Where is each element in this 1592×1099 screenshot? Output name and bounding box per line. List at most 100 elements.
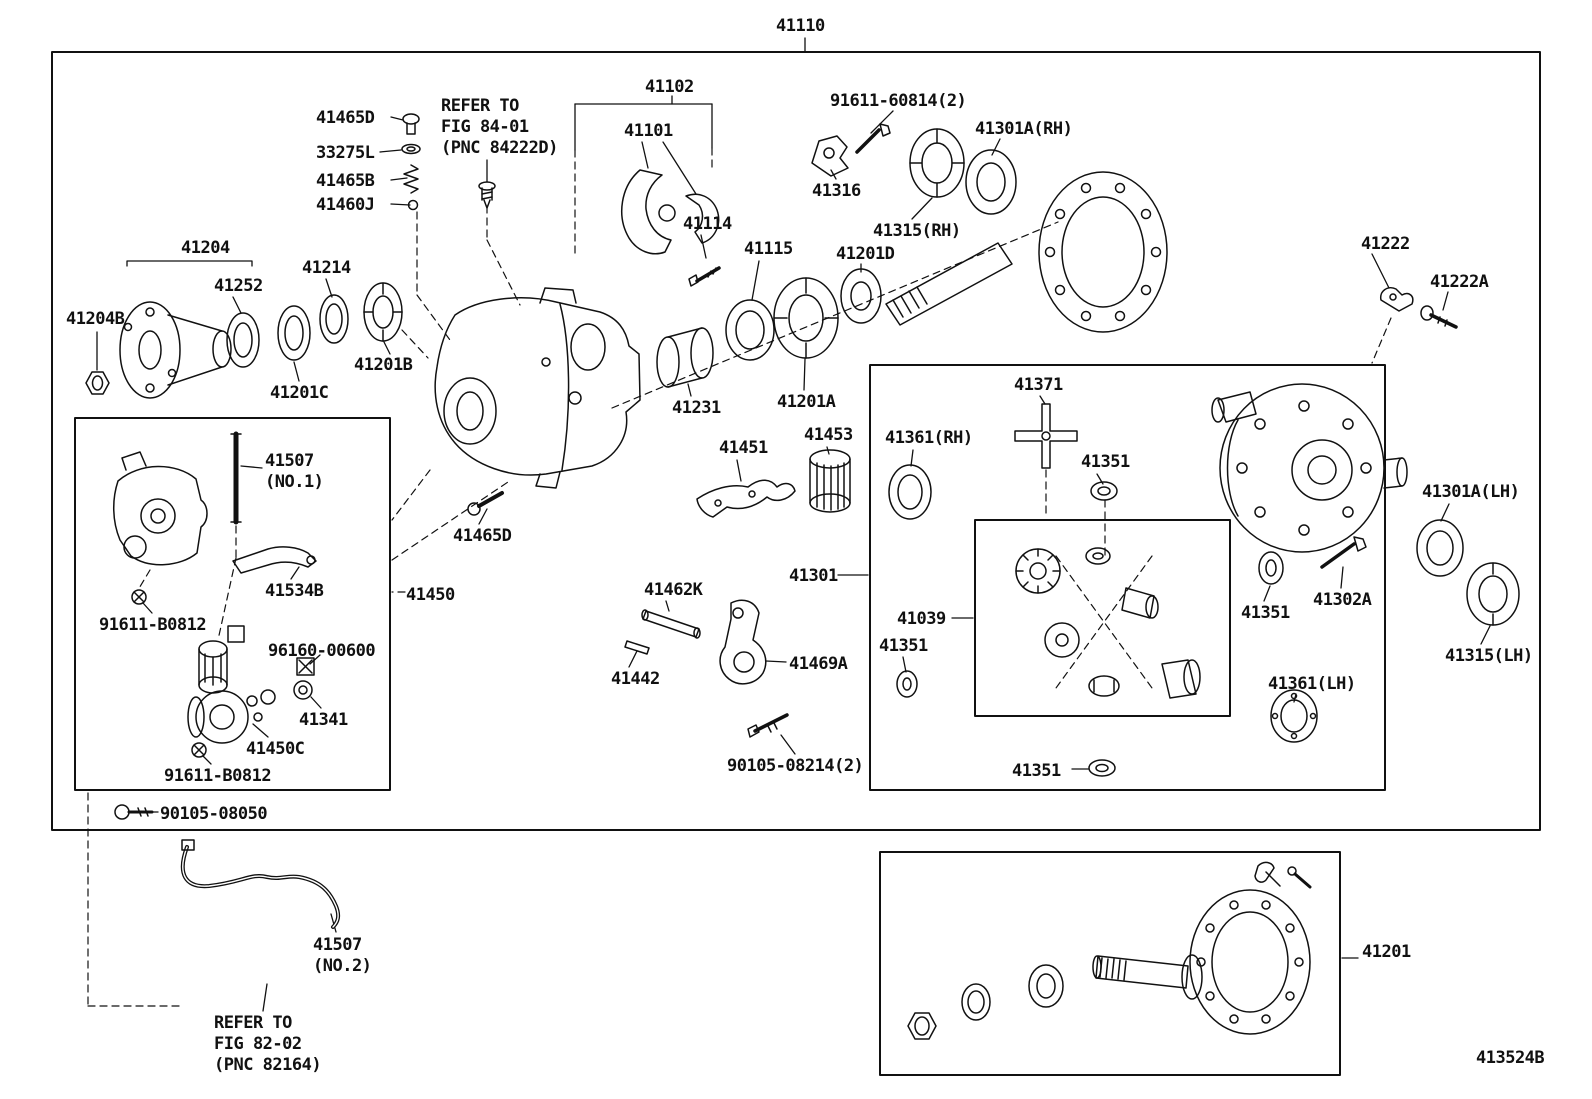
part-label-line: 41110 (776, 16, 825, 36)
part-label-line: 41115 (744, 239, 793, 259)
dashed-lines (87, 147, 1392, 1007)
part-label-41361-lh: 41361(LH) (1268, 674, 1356, 695)
part-label-line: 41201A (777, 392, 836, 412)
part-label-line: 91611-B0812 (164, 766, 272, 786)
axle-hub-assembly (85, 282, 403, 399)
part-label-41371: 41371 (1014, 375, 1063, 396)
part-label-line: 41315(RH) (873, 221, 961, 241)
part-label-90105-08050: 90105-08050 (160, 804, 268, 825)
part-label-line: 41361(LH) (1268, 674, 1356, 694)
part-label-line: 41450 (406, 585, 455, 605)
part-label-41201a: 41201A (777, 392, 836, 413)
part-label-line: 41114 (683, 214, 732, 234)
part-label-line: REFER TO (441, 96, 519, 116)
part-label-line: 41465D (453, 526, 512, 546)
part-label-41302a: 41302A (1313, 590, 1372, 611)
companion-flange (621, 169, 721, 287)
part-label-line: 41507 (313, 935, 362, 955)
part-label-41351-a: 41351 (1081, 452, 1130, 473)
part-label-41351-c: 41351 (1241, 603, 1290, 624)
frame-boxes (51, 51, 1541, 1076)
part-label-line: 41341 (299, 710, 348, 730)
part-label-line: 41465D (316, 108, 375, 128)
part-label-96160-00600: 96160-00600 (268, 641, 376, 662)
part-label-line: 41351 (1012, 761, 1061, 781)
part-label-line: 41301 (789, 566, 838, 586)
part-label-41450: 41450 (406, 585, 455, 606)
part-label-41201b: 41201B (354, 355, 413, 376)
part-label-line: 413524B (1476, 1048, 1545, 1068)
part-label-41465b: 41465B (316, 171, 375, 192)
part-label-91611-b0812-b: 91611-B0812 (164, 766, 272, 787)
part-label-line: 41351 (1081, 452, 1130, 472)
part-label-41301a-lh: 41301A(LH) (1422, 482, 1520, 503)
part-label-41316: 41316 (812, 181, 861, 202)
carrier-housing (434, 287, 641, 516)
part-label-41341: 41341 (299, 710, 348, 731)
part-label-41201c: 41201C (270, 383, 329, 404)
part-label-33275l: 33275L (316, 143, 375, 164)
part-label-41351-b: 41351 (879, 636, 928, 657)
part-label-figure-code: 413524B (1476, 1048, 1545, 1069)
fork-lever-group (624, 449, 851, 738)
part-label-line: 41201 (1362, 942, 1411, 962)
part-label-line: 41201B (354, 355, 413, 375)
part-label-line: FIG 84-01 (441, 117, 529, 137)
part-label-line: 41315(LH) (1445, 646, 1533, 666)
part-label-line: 41371 (1014, 375, 1063, 395)
drive-pinion-assembly-bottom (907, 861, 1312, 1040)
part-label-line: 41450C (246, 739, 305, 759)
part-label-line: 41101 (624, 121, 673, 141)
part-label-line: 91611-B0812 (99, 615, 207, 635)
part-label-41222: 41222 (1361, 234, 1410, 255)
part-label-line: 41222 (1361, 234, 1410, 254)
part-label-41039: 41039 (897, 609, 946, 630)
part-label-41465d: 41465D (316, 108, 375, 129)
part-label-41204b: 41204B (66, 309, 125, 330)
part-label-line: 90105-08214(2) (727, 756, 864, 776)
part-label-41534b: 41534B (265, 581, 324, 602)
part-label-line: (PNC 82164) (214, 1055, 322, 1075)
leader-lines (96, 37, 1491, 1012)
part-label-line: (NO.2) (313, 956, 372, 976)
part-label-line: 41469A (789, 654, 848, 674)
part-label-line: 41039 (897, 609, 946, 629)
part-label-91611-60814: 91611-60814(2) (830, 91, 967, 112)
spider-gear-kit (1015, 547, 1201, 699)
part-label-line: 41302A (1313, 590, 1372, 610)
part-label-41315-rh: 41315(RH) (873, 221, 961, 242)
actuator-assembly (113, 431, 317, 820)
part-label-41507-no1: 41507(NO.1) (265, 451, 324, 493)
differential-case-group (888, 383, 1520, 777)
part-label-line: 41442 (611, 669, 660, 689)
part-label-line: 41301A(LH) (1422, 482, 1520, 502)
part-label-41204: 41204 (181, 238, 230, 259)
part-label-41442: 41442 (611, 669, 660, 690)
part-label-line: 41351 (879, 636, 928, 656)
part-label-41507-no2: 41507(NO.2) (313, 935, 372, 977)
part-label-41252: 41252 (214, 276, 263, 297)
part-label-line: 41231 (672, 398, 721, 418)
part-label-41351-d: 41351 (1012, 761, 1061, 782)
part-label-line: 90105-08050 (160, 804, 268, 824)
part-label-line: 41214 (302, 258, 351, 278)
part-label-41201: 41201 (1362, 942, 1411, 963)
part-label-line: 33275L (316, 143, 375, 163)
part-label-line: (NO.1) (265, 472, 324, 492)
clamp-41222-group (1379, 287, 1458, 329)
part-label-line: 41460J (316, 195, 375, 215)
drive-pinion-ring-gear (811, 123, 1168, 333)
part-label-41231: 41231 (672, 398, 721, 419)
part-label-41301: 41301 (789, 566, 838, 587)
part-label-line: 41462K (644, 580, 703, 600)
part-label-line: 41204 (181, 238, 230, 258)
part-label-line: 41222A (1430, 272, 1489, 292)
part-label-41301a-rh: 41301A(RH) (975, 119, 1073, 140)
pinion-front-parts (656, 268, 882, 388)
part-label-line: REFER TO (214, 1013, 292, 1033)
part-label-41465d-2: 41465D (453, 526, 512, 547)
